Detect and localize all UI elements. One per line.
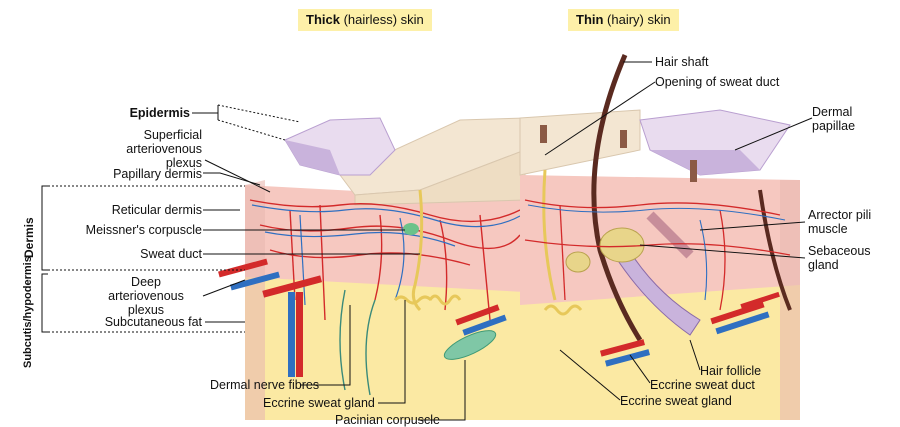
label-superficial-plexus: Superficial arteriovenous plexus <box>90 128 202 170</box>
label-dermal-nerve: Dermal nerve fibres <box>210 378 319 392</box>
sebaceous-gland <box>600 228 644 262</box>
label-subcutaneous-fat: Subcutaneous fat <box>60 315 202 329</box>
label-hair-shaft: Hair shaft <box>655 55 709 69</box>
thin-skin-header: Thin (hairy) skin <box>568 9 679 31</box>
label-opening-duct: Opening of sweat duct <box>655 75 779 89</box>
thin-header-bold: Thin <box>576 12 603 27</box>
thick-header-rest: (hairless) skin <box>340 12 424 27</box>
vertical-artery <box>296 292 303 377</box>
label-sweat-duct: Sweat duct <box>60 247 202 261</box>
label-eccrine-gland-right: Eccrine sweat gland <box>620 394 732 408</box>
thin-right-face <box>780 180 800 420</box>
label-reticular-dermis: Reticular dermis <box>60 203 202 217</box>
label-dermis-side: Dermis <box>22 217 36 258</box>
thick-header-bold: Thick <box>306 12 340 27</box>
label-subcutis-side: Subcutis/hypodermis <box>22 256 34 368</box>
thin-basal-ridges <box>650 150 760 175</box>
vertical-vein <box>288 292 295 377</box>
label-eccrine-gland-left: Eccrine sweat gland <box>263 396 375 410</box>
hair-stub-2 <box>620 130 627 148</box>
hair-stub-3 <box>690 160 697 182</box>
meissner-corpuscle <box>403 223 419 235</box>
label-arrector-pili: Arrector pili muscle <box>808 208 871 236</box>
label-pacinian: Pacinian corpuscle <box>335 413 440 427</box>
label-dermal-papillae: Dermal papillae <box>812 105 855 133</box>
label-papillary-dermis: Papillary dermis <box>60 167 202 181</box>
hair-stub-1 <box>540 125 547 143</box>
thick-skin-header: Thick (hairless) skin <box>298 9 432 31</box>
label-deep-plexus: Deep arteriovenous plexus <box>90 275 202 317</box>
label-epidermis: Epidermis <box>104 106 190 120</box>
thin-header-rest: (hairy) skin <box>603 12 670 27</box>
label-hair-follicle: Hair follicle <box>700 364 761 378</box>
label-eccrine-duct: Eccrine sweat duct <box>650 378 755 392</box>
label-sebaceous: Sebaceous gland <box>808 244 871 272</box>
label-meissner: Meissner's corpuscle <box>40 223 202 237</box>
